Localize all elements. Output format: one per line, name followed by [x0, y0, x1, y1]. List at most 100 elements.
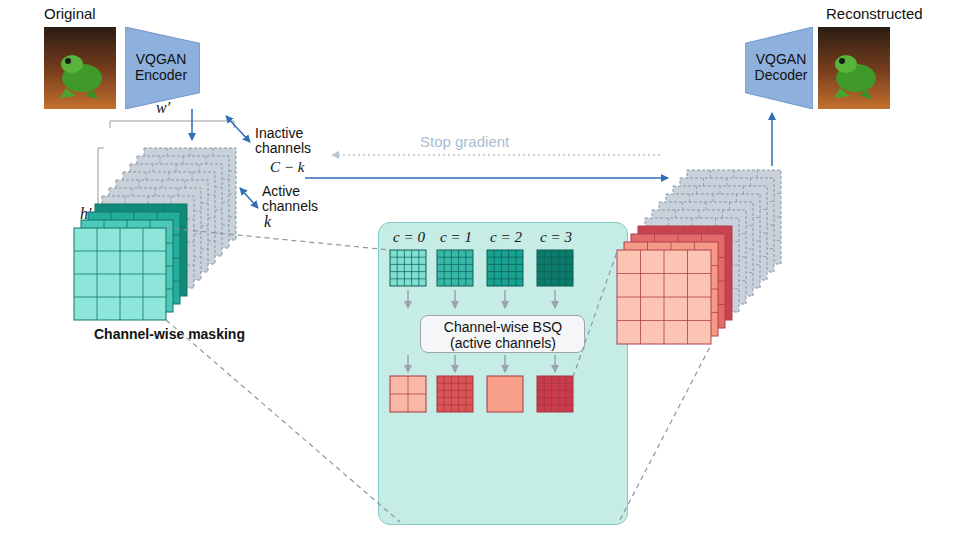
grid-line — [708, 226, 709, 320]
grid-line — [624, 265, 718, 266]
active-channel — [81, 220, 173, 312]
inactive-channel — [687, 170, 781, 264]
grid-line — [192, 172, 193, 264]
decoder-input-arrow — [771, 113, 773, 166]
grid-line — [689, 194, 690, 288]
grid-line — [97, 228, 98, 320]
zoom-line — [166, 228, 390, 250]
grid-line — [617, 297, 711, 298]
grid-line — [537, 390, 573, 391]
grid-line — [537, 383, 573, 384]
grid-line — [710, 170, 711, 264]
width-bracket — [110, 121, 234, 128]
grid-line — [444, 376, 445, 412]
grid-line — [750, 178, 751, 272]
process-label: Channel-wise BSQ (active channels) — [438, 319, 568, 351]
grid-line — [199, 164, 200, 256]
grid-line — [465, 250, 466, 286]
grid-line — [139, 180, 140, 272]
channel-grid — [437, 250, 473, 286]
original-photo — [44, 27, 116, 109]
channel-grid — [390, 250, 426, 286]
grid-line — [418, 250, 419, 286]
grid-line — [118, 204, 119, 296]
grid-line — [134, 212, 135, 304]
grid-line — [458, 376, 459, 412]
grid-line — [437, 278, 473, 279]
grid-line — [109, 211, 201, 212]
block-label: VQGAN Decoder — [751, 51, 811, 83]
grid-line — [696, 186, 697, 280]
grid-line — [81, 243, 173, 244]
passthrough-arrow — [305, 177, 668, 179]
bsq-panel: c = 0c = 1c = 2c = 3Channel-wise BSQ (ac… — [378, 222, 628, 525]
grid-line — [102, 219, 194, 220]
grid-line — [661, 226, 662, 320]
grid-line — [659, 249, 753, 250]
grid-line — [120, 228, 121, 320]
grid-line — [652, 233, 746, 234]
grid-line — [157, 212, 158, 304]
grid-line — [127, 220, 128, 312]
active-channel — [74, 228, 166, 320]
inactive-channel — [137, 156, 229, 248]
encoder-block: VQGAN Encoder — [125, 27, 200, 109]
grid-line — [645, 241, 739, 242]
channel-label: Inactive channels — [255, 126, 321, 156]
grid-line — [88, 258, 180, 259]
grid-line — [137, 225, 229, 226]
down-arrow — [407, 355, 409, 372]
flow-arrow — [191, 109, 193, 140]
zoom-line — [620, 345, 711, 520]
grid-line — [666, 241, 760, 242]
height-bracket — [98, 148, 104, 296]
channel-label: Active channels — [262, 184, 328, 214]
grid-line — [81, 289, 173, 290]
grid-line — [81, 266, 173, 267]
grid-line — [437, 383, 473, 384]
grid-line — [390, 278, 426, 279]
quantized-stack — [617, 170, 781, 344]
grid-line — [682, 202, 683, 296]
grid-line — [123, 195, 215, 196]
grid-line — [501, 250, 502, 286]
grid-line — [638, 296, 732, 297]
channel-index: c = 2 — [484, 229, 528, 245]
grid-line — [537, 264, 573, 265]
grid-line — [116, 203, 208, 204]
image-label: Reconstructed — [826, 6, 923, 22]
grid-line — [185, 180, 186, 272]
trapezoid — [125, 27, 200, 109]
grid-line — [757, 170, 758, 264]
grid-line — [95, 250, 187, 251]
latent-stack: Channel-wise masking — [74, 140, 254, 345]
grid-line — [111, 212, 112, 304]
channel-grid — [487, 376, 523, 412]
stack-caption: Channel-wise masking — [94, 326, 245, 342]
channel-grid — [487, 250, 523, 286]
active-span-arrow — [240, 188, 258, 208]
grid-line — [631, 281, 725, 282]
grid-line — [701, 234, 702, 328]
grid-line — [74, 274, 166, 275]
down-arrow — [554, 290, 556, 308]
grid-line — [652, 280, 746, 281]
grid-line — [537, 397, 573, 398]
grid-line — [673, 233, 767, 234]
active-channel — [88, 212, 180, 304]
grid-line — [537, 404, 573, 405]
grid-line — [654, 234, 655, 328]
grid-line — [125, 196, 126, 288]
grid-line — [558, 376, 559, 412]
grid-line — [551, 376, 552, 412]
grid-line — [699, 210, 700, 304]
grid-line — [687, 240, 781, 241]
grid-line — [144, 217, 236, 218]
inactive-channel — [659, 202, 753, 296]
grid-line — [685, 226, 686, 320]
grid-line — [390, 271, 426, 272]
down-arrow — [407, 290, 409, 308]
grid-line — [666, 217, 760, 218]
grid-line — [465, 376, 466, 412]
grid-line — [437, 404, 473, 405]
